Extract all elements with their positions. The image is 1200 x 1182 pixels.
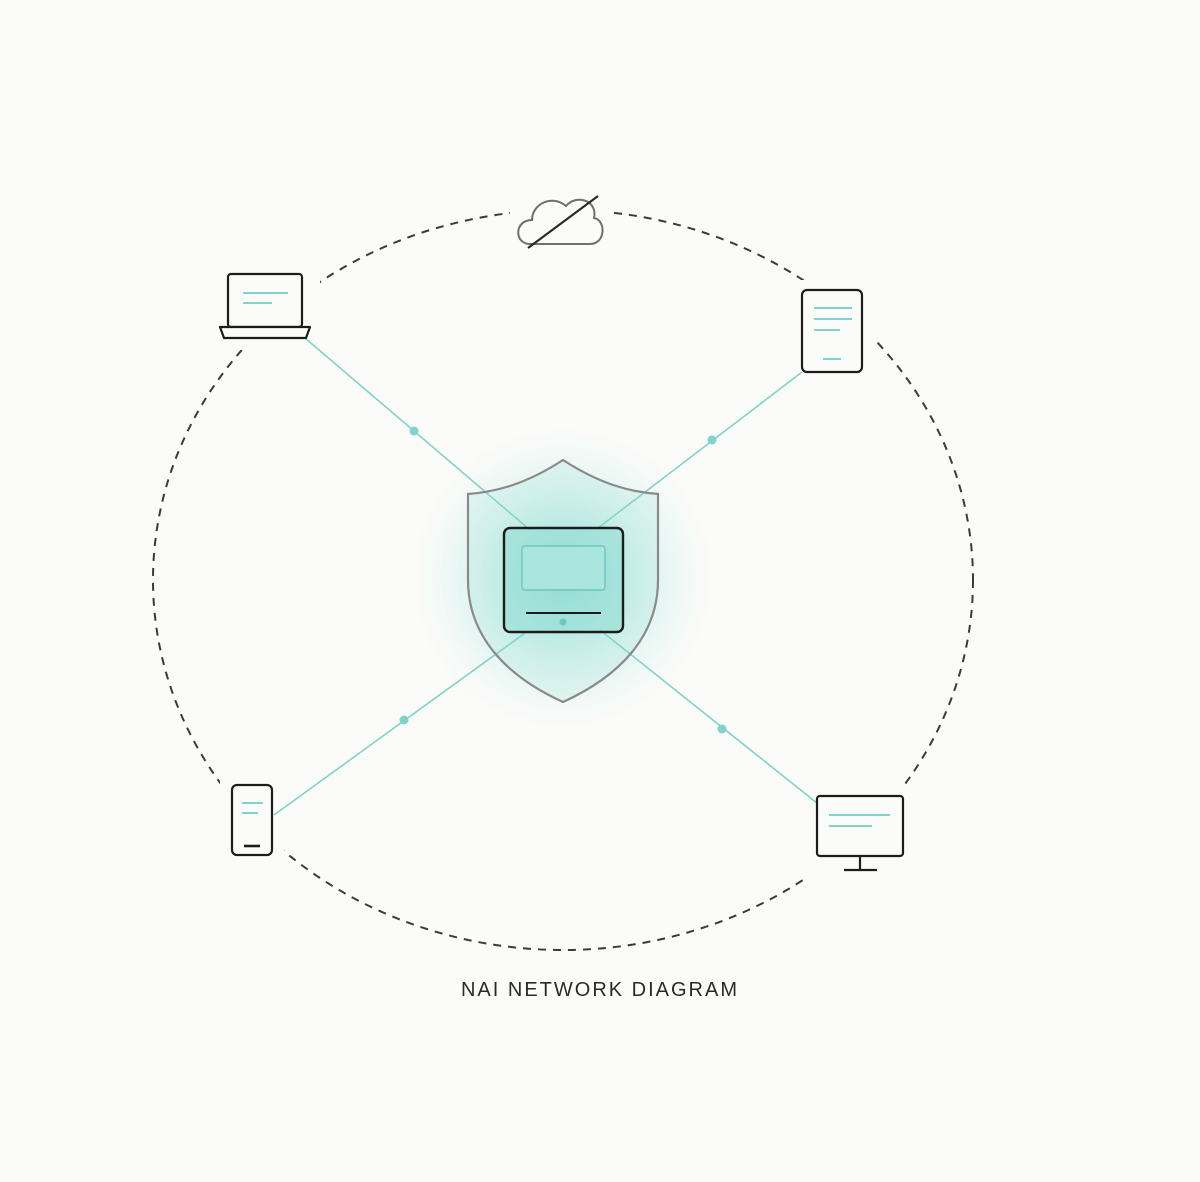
link-dot-monitor [717,724,727,734]
cloud-offline-icon[interactable] [517,195,604,249]
laptop-screen [226,272,304,329]
tablet-icon[interactable] [800,288,864,374]
hub-device-dot [559,618,567,626]
link-smartphone [273,632,526,816]
link-dots [399,426,727,734]
perimeter-ring [152,209,974,951]
connection-links [273,337,818,816]
laptop-base [218,325,312,340]
link-dot-laptop [409,426,419,436]
link-dot-tablet [707,435,717,445]
link-monitor [599,629,818,804]
cloud-outline [517,198,604,245]
link-laptop [304,337,531,531]
link-tablet [597,371,803,529]
monitor-icon[interactable] [815,794,905,872]
shield-device-icon[interactable] [466,458,660,704]
hub-device-screen [521,545,606,591]
smartphone-icon[interactable] [230,783,274,857]
laptop-icon[interactable] [218,272,312,340]
cloud-strike [527,195,599,249]
diagram-caption: NAI NETWORK DIAGRAM [460,979,739,1001]
smartphone-frame [230,783,274,857]
link-dot-smartphone [399,715,409,725]
